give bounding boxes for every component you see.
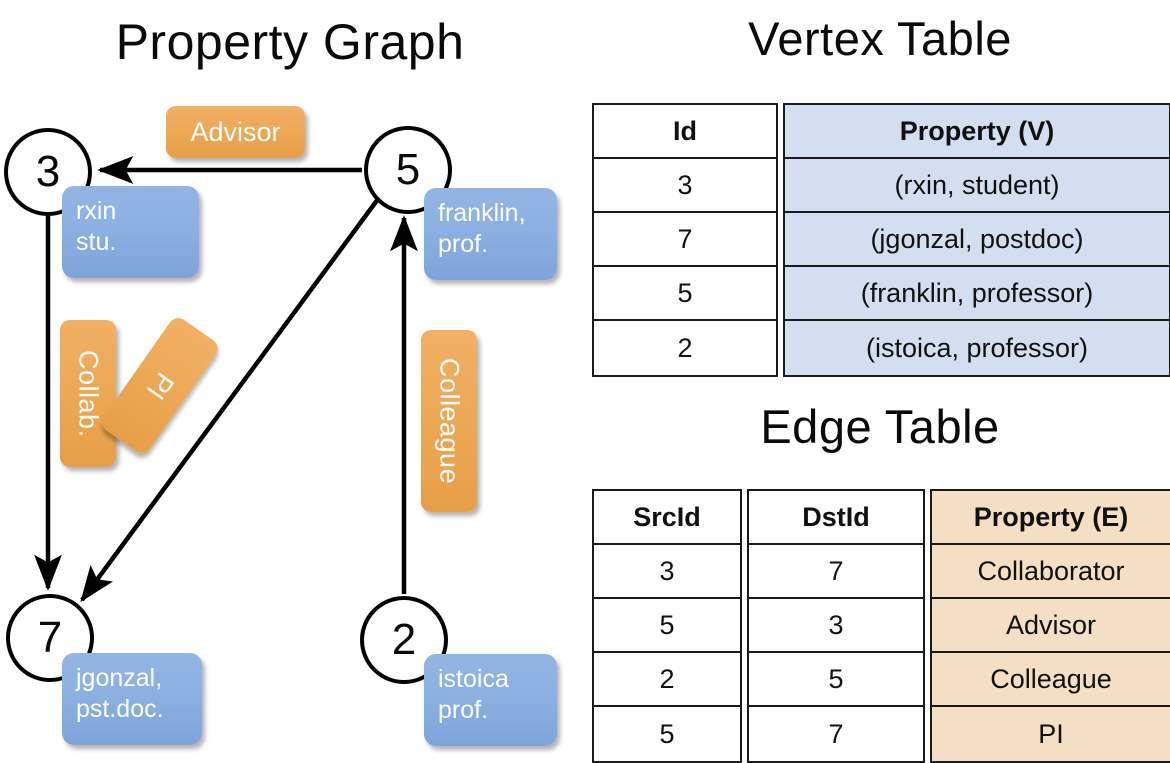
edge-5-to-7: [80, 197, 380, 603]
edge-table-column-property: Property (E) Collaborator Advisor Collea…: [930, 489, 1170, 763]
edge-label-colleague: Colleague: [421, 330, 477, 512]
graph-node-7-label: 7: [37, 613, 63, 662]
vertex-table-column-id: Id 3 7 5 2: [592, 103, 778, 377]
node-property-line-1: rxin: [76, 197, 117, 225]
node-property-line-1: franklin,: [438, 199, 526, 227]
graph-node-2[interactable]: 2: [360, 596, 448, 684]
table-row: 5: [594, 267, 776, 321]
table-row: 7: [594, 213, 776, 267]
node-property-box-3: rxin stu.: [62, 186, 199, 278]
graph-node-3-label: 3: [35, 147, 61, 196]
edge-table: SrcId 3 5 2 5 DstId 7 3 5 7 Property (E)…: [592, 489, 1170, 763]
table-row: 5: [594, 599, 740, 653]
graph-node-5[interactable]: 5: [364, 126, 452, 214]
node-property-line-1: istoica: [438, 665, 509, 693]
node-property-line-2: prof.: [438, 230, 489, 258]
edge-label-collab-text: Collab.: [73, 349, 104, 438]
table-row: PI: [932, 707, 1170, 761]
node-property-box-2: istoica prof.: [424, 654, 557, 746]
table-row: Collaborator: [932, 545, 1170, 599]
graph-node-5-label: 5: [395, 145, 421, 194]
edge-table-column-srcid: SrcId 3 5 2 5: [592, 489, 742, 763]
edge-label-advisor-text: Advisor: [190, 116, 281, 147]
table-row: 3: [594, 159, 776, 213]
edge-label-advisor: Advisor: [166, 106, 305, 158]
node-property-line-2: pst.doc.: [76, 695, 164, 723]
page-title-edge-table: Edge Table: [760, 400, 1000, 453]
vertex-table-header-id: Id: [594, 105, 776, 159]
graph-node-2-label: 2: [391, 615, 417, 664]
node-property-line-2: stu.: [76, 228, 117, 256]
table-row: Colleague: [932, 653, 1170, 707]
table-row: 3: [749, 599, 923, 653]
table-row: 5: [749, 653, 923, 707]
edge-table-column-dstid: DstId 7 3 5 7: [747, 489, 925, 763]
node-property-line-2: prof.: [438, 696, 489, 724]
table-row: 5: [659, 718, 675, 749]
page-title-property-graph: Property Graph: [115, 14, 465, 70]
table-row: (istoica, professor): [785, 321, 1169, 375]
page-title-vertex-table: Vertex Table: [748, 12, 1012, 65]
graph-edge-lines: [34, 156, 418, 603]
table-row: Advisor: [932, 599, 1170, 653]
edge-label-colleague-text: Colleague: [434, 357, 465, 485]
table-row: (franklin, professor): [785, 267, 1169, 321]
vertex-table: Id 3 7 5 2 Property (V) (rxin, student) …: [592, 103, 1170, 377]
edge-table-header-srcid: SrcId: [594, 491, 740, 545]
node-property-line-1: jgonzal,: [76, 664, 163, 692]
vertex-table-column-property: Property (V) (rxin, student) (jgonzal, p…: [783, 103, 1170, 377]
vertex-table-header-property: Property (V): [785, 105, 1169, 159]
table-row: 7: [749, 545, 923, 599]
edge-table-header-dstid: DstId: [749, 491, 923, 545]
table-row: 3: [594, 545, 740, 599]
property-graph-panel: Property Graph 3 5 7 2: [0, 0, 585, 760]
table-row: 2: [677, 332, 693, 363]
node-property-box-7: jgonzal, pst.doc.: [62, 653, 202, 745]
table-row: (jgonzal, postdoc): [785, 213, 1169, 267]
edge-label-collab: Collab.: [60, 320, 116, 467]
table-row: 2: [594, 653, 740, 707]
table-row: (rxin, student): [785, 159, 1169, 213]
edge-label-pi-text: PI: [140, 366, 181, 405]
node-property-box-5: franklin, prof.: [424, 188, 557, 280]
table-row: 7: [828, 718, 844, 749]
edge-table-header-property: Property (E): [932, 491, 1170, 545]
